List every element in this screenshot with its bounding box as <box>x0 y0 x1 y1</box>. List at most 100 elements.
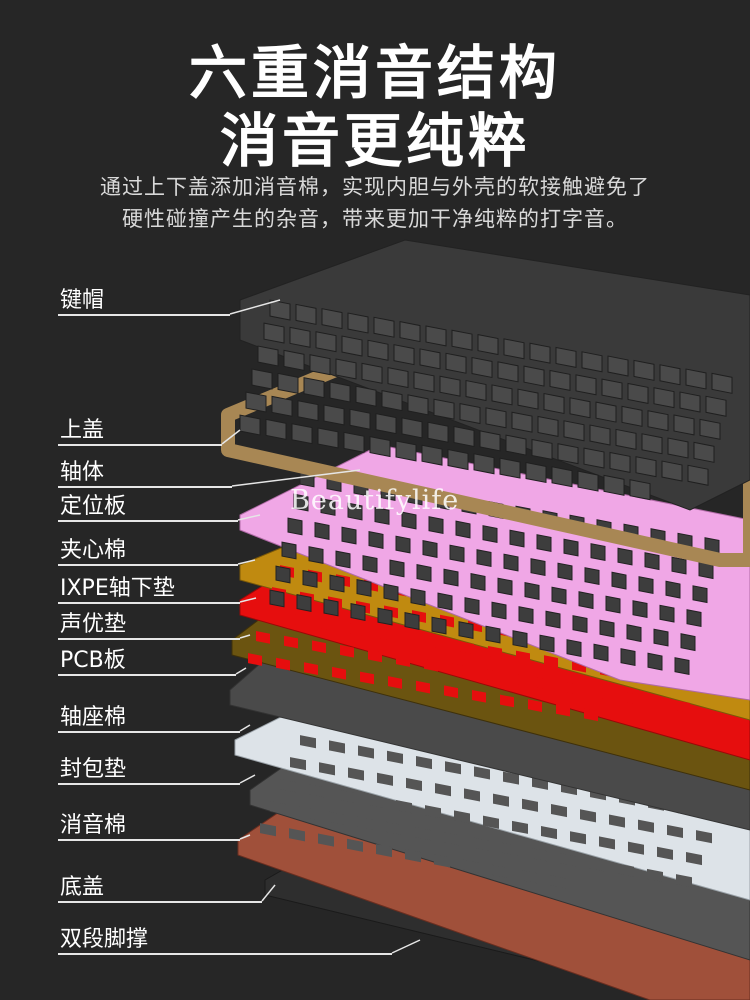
gasket-tray-holes-cell <box>473 837 489 851</box>
layer-label-package-pad: 封包垫 <box>60 757 127 782</box>
keycaps-grid-cell <box>283 349 305 371</box>
gasket-tray-holes-cell <box>329 740 345 754</box>
keycaps-grid-cell <box>277 372 299 394</box>
gasket-tray-holes-cell <box>445 761 461 775</box>
keycaps-grid-cell <box>251 368 273 390</box>
switches-cell <box>389 559 405 578</box>
gasket-tray-holes-cell <box>406 777 422 792</box>
ixpe-holes-cell <box>620 691 634 704</box>
ixpe-holes-cell <box>584 708 598 722</box>
keycaps-grid-cell <box>295 303 317 325</box>
gasket-tray-holes-cell <box>435 783 451 797</box>
gasket-tray-holes-cell <box>425 805 441 819</box>
gasket-tray-holes-cell <box>415 827 431 841</box>
ixpe-holes-cell <box>256 631 270 644</box>
ixpe-holes-cell <box>264 609 278 622</box>
watermark: Beautifylife <box>290 485 460 516</box>
switches-cell <box>347 502 363 521</box>
ixpe-holes-cell <box>500 694 514 708</box>
ixpe-holes-cell <box>432 636 446 650</box>
switches-cell <box>671 556 687 575</box>
keycaps-grid-cell <box>459 403 481 425</box>
gasket-tray-holes-cell <box>260 823 276 837</box>
keycaps-grid-cell <box>399 321 421 343</box>
keycaps-grid-cell <box>361 362 383 384</box>
switches-cell <box>293 493 309 512</box>
layer-label-sandwich-foam: 夹心棉 <box>60 538 127 563</box>
keycaps-grid-cell <box>563 420 585 442</box>
gasket-tray-holes-cell <box>474 766 490 780</box>
keycaps-grid-cell <box>289 326 311 348</box>
switches-cell <box>605 595 621 614</box>
switches-cell <box>416 564 432 582</box>
keycaps-grid-cell <box>317 427 339 449</box>
gasket-tray-holes-cell <box>464 788 480 802</box>
gasket-tray-holes-cell <box>405 849 421 863</box>
switches-cell <box>314 522 330 540</box>
keycaps-grid <box>239 299 733 501</box>
keycaps-grid-cell <box>661 460 683 482</box>
keycaps-grid-cell <box>633 359 655 381</box>
keycaps-grid-cell <box>575 374 597 396</box>
keycaps-grid-cell <box>419 348 441 370</box>
ixpe-holes-cell <box>516 650 530 664</box>
ixpe-holes-cell <box>320 618 334 632</box>
gasket-tray-holes-cell <box>416 755 432 770</box>
keycaps-grid-cell <box>373 316 395 338</box>
keycaps-grid-cell <box>447 448 469 471</box>
keycaps-grid-cell <box>395 440 417 462</box>
switches-cell <box>308 546 324 564</box>
keycaps-grid-cell <box>257 345 279 367</box>
keycaps-grid-cell <box>407 394 429 416</box>
keycaps-grid-cell <box>679 391 701 413</box>
keycaps-grid-cell <box>393 344 415 366</box>
switches-cell <box>320 497 336 516</box>
switches-cell <box>485 625 501 644</box>
keycaps-grid-cell <box>517 388 539 410</box>
ixpe-holes-cell <box>360 671 374 685</box>
ixpe-holes-cell <box>348 622 362 636</box>
gasket-tray-holes-cell <box>463 859 479 873</box>
gasket-tray-holes-cell <box>376 843 392 858</box>
ixpe-holes-cell <box>424 658 438 672</box>
gasket-tray-holes-cell <box>686 852 702 866</box>
ixpe-holes-cell <box>376 627 390 641</box>
gasket-tray-holes-cell <box>580 809 596 823</box>
page-title-line-1: 六重消音结构 <box>188 39 561 107</box>
switches-cell <box>530 558 546 577</box>
switches-cell <box>686 609 702 628</box>
gasket-tray-holes-cell <box>387 750 403 764</box>
gasket-tray-holes-cell <box>348 767 364 781</box>
switches-cell <box>275 565 291 584</box>
layer-label-sound-pad: 声优垫 <box>60 612 127 637</box>
switches-cell <box>374 506 390 525</box>
keycaps-grid-cell <box>309 354 331 376</box>
switches-cell <box>626 624 642 643</box>
gasket-tray-holes-cell <box>299 806 315 820</box>
keycaps-grid-cell <box>577 470 599 492</box>
gasket-tray-holes-cell <box>618 863 634 877</box>
keycaps-grid-cell <box>583 447 605 469</box>
page-title-line-2: 消音更纯粹 <box>219 107 530 175</box>
keycaps-grid-cell <box>321 308 343 330</box>
switches-cell <box>644 552 660 571</box>
keycaps-grid-cell <box>543 392 565 415</box>
layer-label-dampening-foam: 消音棉 <box>60 813 127 838</box>
keycaps-grid-cell <box>615 428 637 450</box>
switches-cell <box>566 639 582 658</box>
keycaps-grid-cell <box>329 381 351 403</box>
gasket-tray-holes-cell <box>696 830 712 844</box>
keycaps-grid-cell <box>499 457 521 479</box>
keycaps-grid-cell <box>271 395 293 417</box>
gasket-tray-holes-cell <box>628 841 644 855</box>
keycaps-grid-cell <box>479 430 501 452</box>
keycaps-grid-cell <box>427 421 449 443</box>
ixpe-holes-cell <box>416 680 430 694</box>
keycaps-grid-cell <box>239 414 261 436</box>
switches-cell <box>437 592 453 611</box>
ixpe-holes-cell <box>564 681 578 695</box>
switches-cell <box>368 531 384 549</box>
ixpe-holes-cell <box>304 662 318 676</box>
keycaps-grid-cell <box>529 342 551 364</box>
switches-cell <box>329 574 345 593</box>
